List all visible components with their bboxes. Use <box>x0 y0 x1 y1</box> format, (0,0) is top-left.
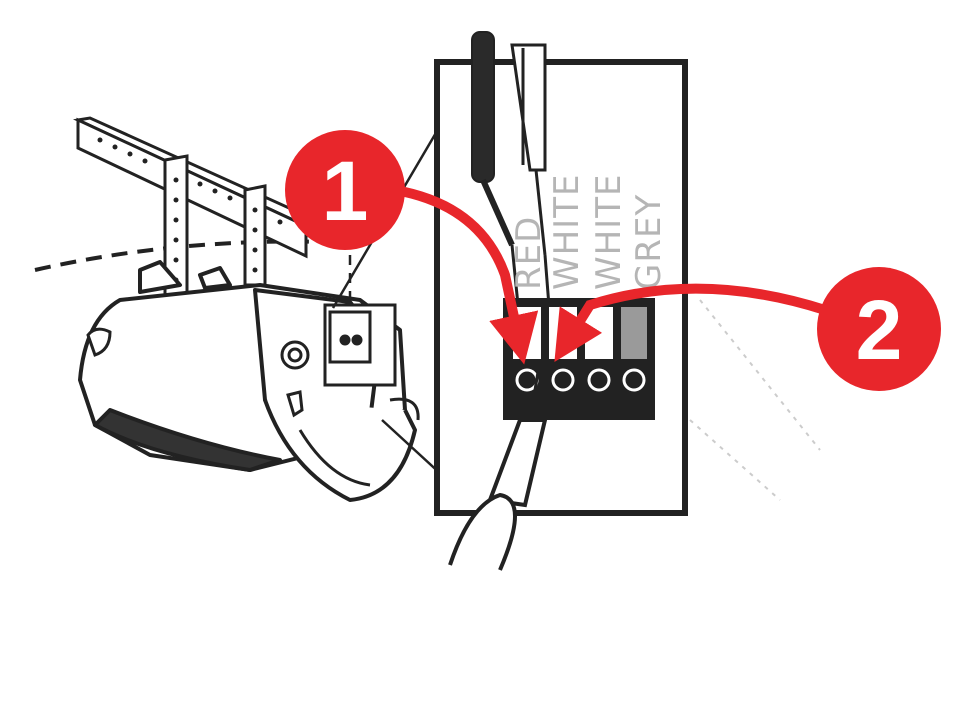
terminal-screw-grey <box>622 368 646 392</box>
label-grey: GREY <box>629 194 669 290</box>
callout-arrow-1 <box>394 185 539 365</box>
label-white-1: WHITE <box>547 174 587 290</box>
door-travel-path <box>34 239 356 272</box>
terminal-screw-white <box>551 368 575 392</box>
callout-number-1: 1 <box>322 144 369 238</box>
label-white-2: WHITE <box>589 174 629 290</box>
wire-red <box>471 31 524 346</box>
knob-icon <box>280 340 310 370</box>
terminal-screw-white-2 <box>587 368 611 392</box>
motor-terminal-detail <box>323 303 397 387</box>
shield-badge-icon <box>286 390 304 418</box>
light-lens-icon <box>86 327 112 357</box>
callout-badge-1: 1 <box>285 130 405 250</box>
terminal-labels: RED WHITE WHITE GREY <box>509 174 669 290</box>
screwdriver <box>448 359 548 571</box>
faint-guide-lines <box>689 299 821 501</box>
callout-arrow-2 <box>554 283 827 362</box>
callout-number-2: 2 <box>856 283 903 377</box>
callout-badge-2: 2 <box>817 267 941 391</box>
label-red: RED <box>509 216 549 290</box>
mounting-bracket <box>72 116 325 302</box>
